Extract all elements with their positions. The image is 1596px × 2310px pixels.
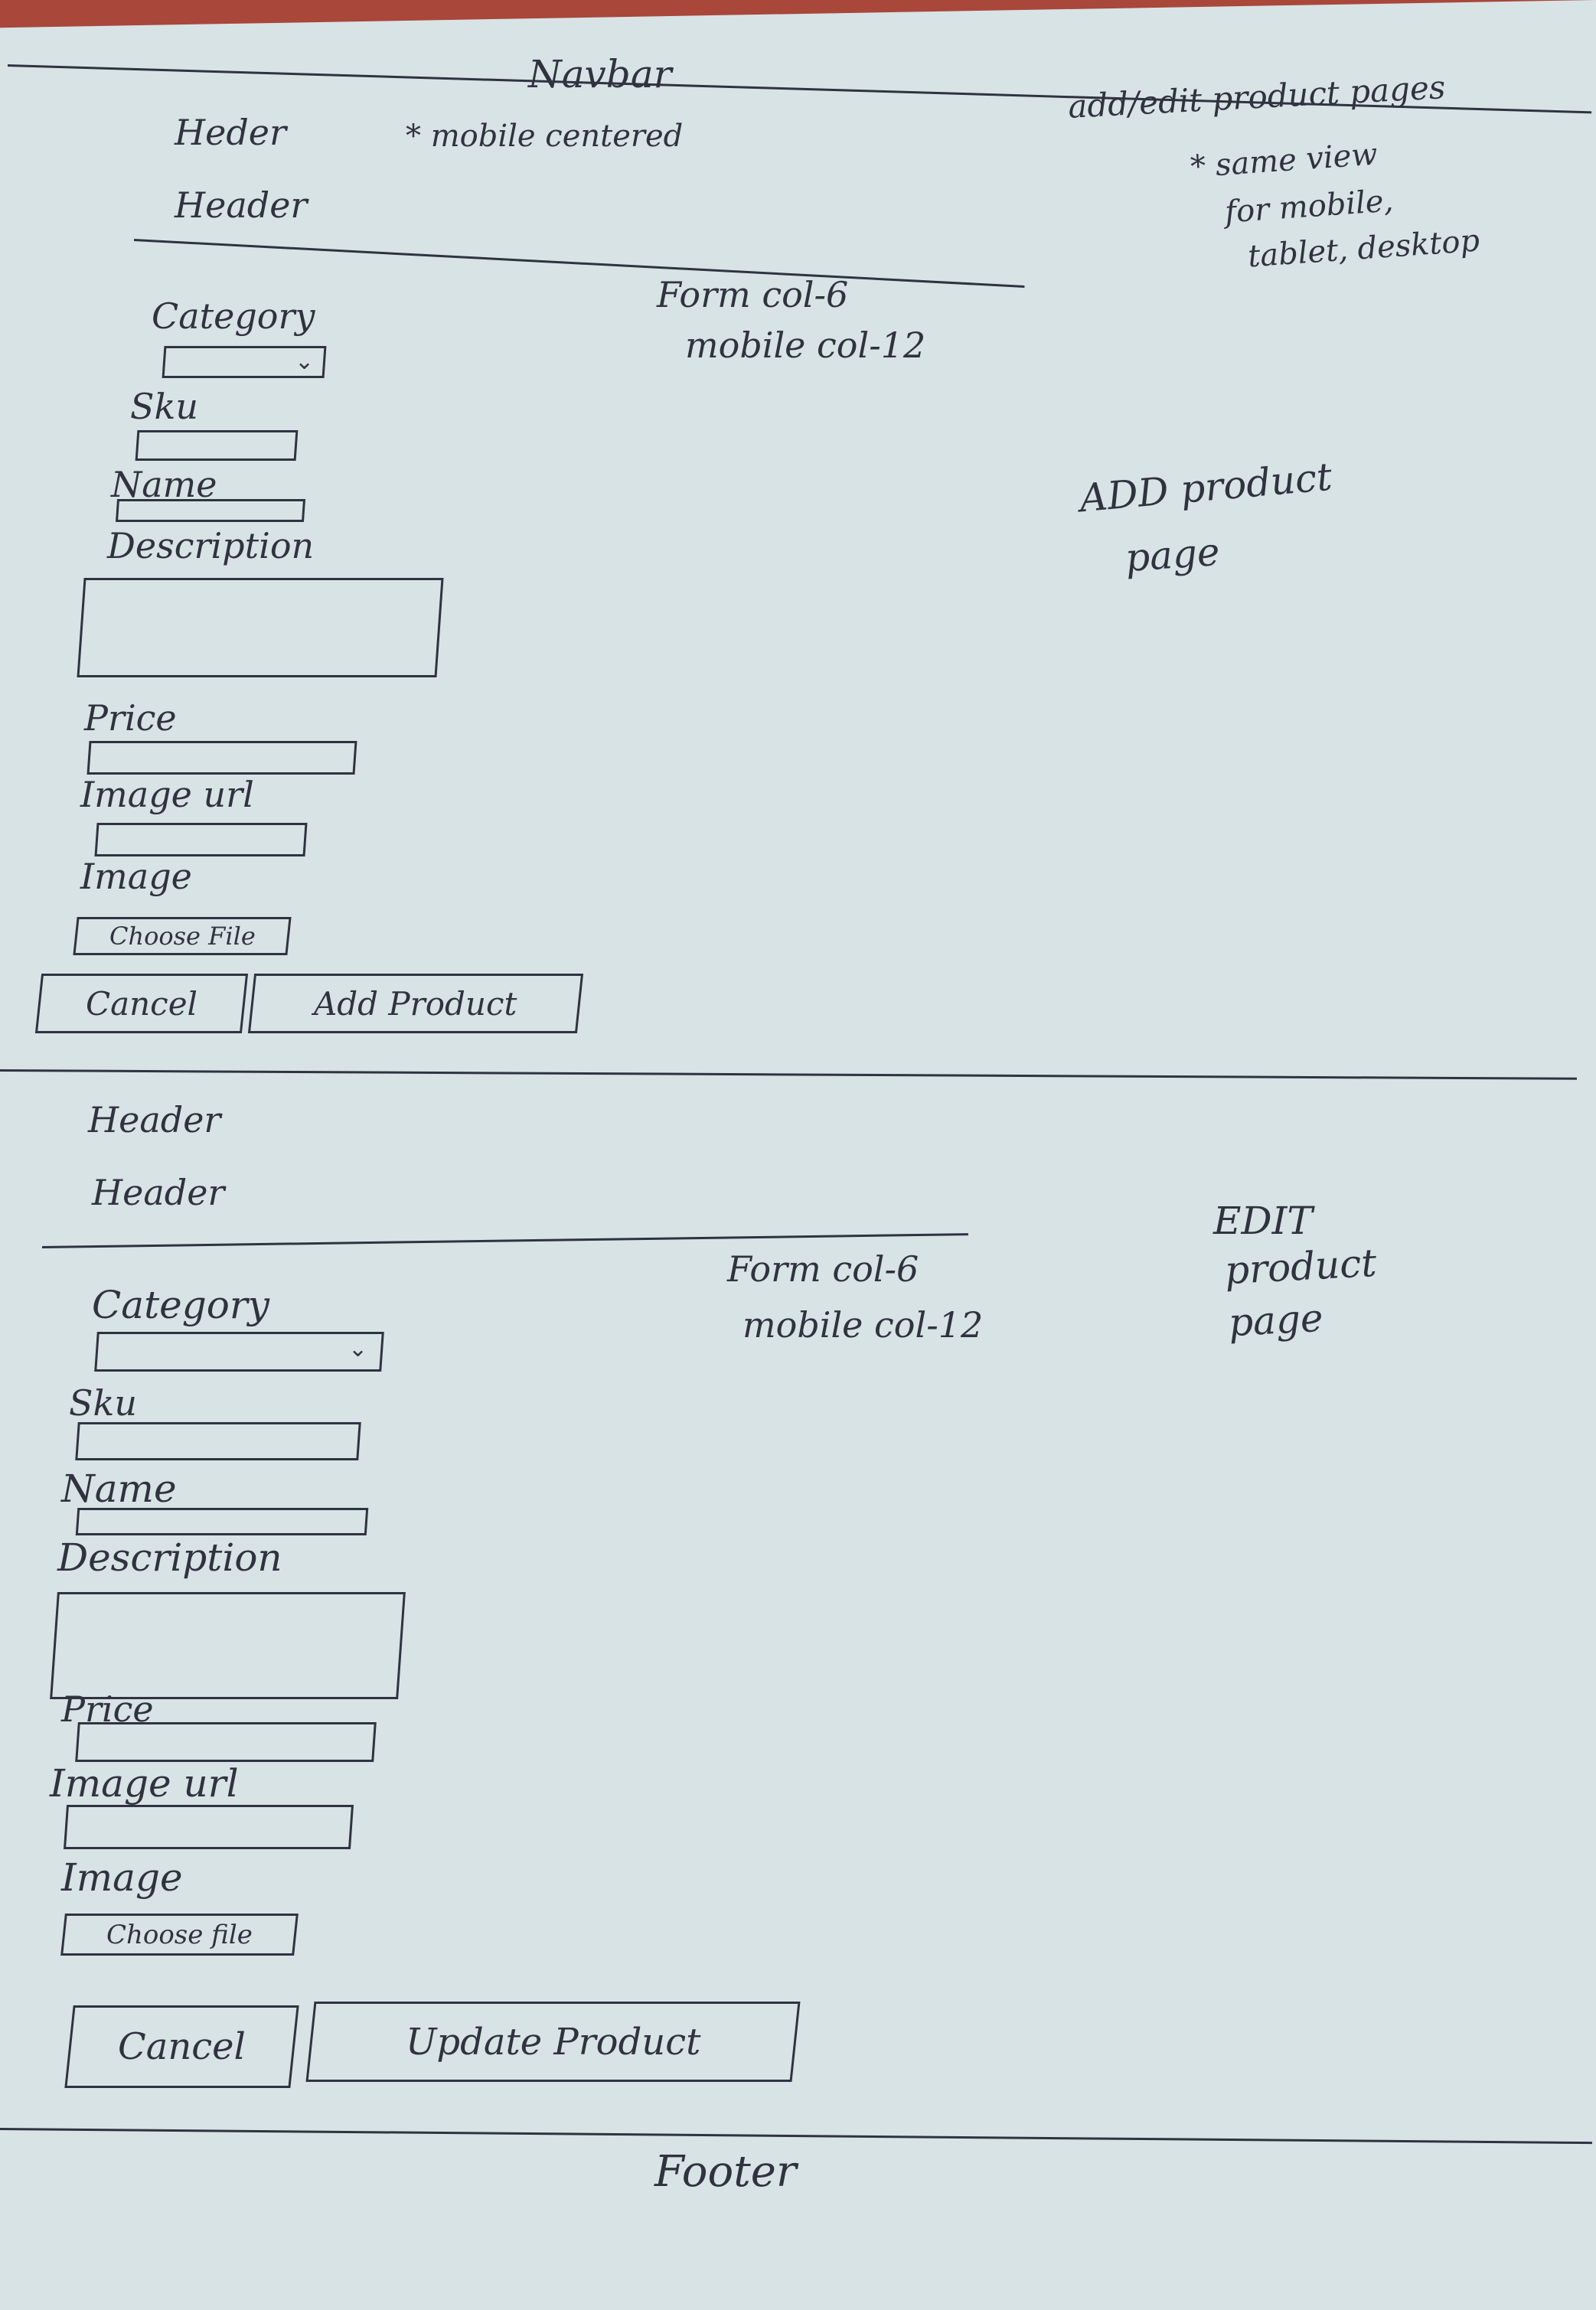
edit-cancel-button[interactable]: Cancel xyxy=(64,2005,299,2088)
sku-input[interactable] xyxy=(135,430,299,461)
mobile-centered-note: * mobile centered xyxy=(406,119,684,154)
edit-name-label: Name xyxy=(61,1467,177,1511)
edit-price-label: Price xyxy=(61,1688,154,1730)
cancel-label: Cancel xyxy=(85,984,198,1023)
edit-form-col-note: Form col-6 xyxy=(727,1248,919,1290)
edit-cancel-label: Cancel xyxy=(118,2025,246,2068)
cancel-button[interactable]: Cancel xyxy=(34,974,249,1033)
name-label: Name xyxy=(111,464,217,505)
edit-description-textarea[interactable] xyxy=(50,1592,406,1699)
update-product-button[interactable]: Update Product xyxy=(305,2002,801,2082)
edit-sku-input[interactable] xyxy=(75,1422,361,1460)
price-input[interactable] xyxy=(86,741,357,775)
price-label: Price xyxy=(84,697,177,739)
edit-label-page: page xyxy=(1227,1295,1324,1346)
footer-label: Footer xyxy=(654,2147,797,2197)
form-col-note: Form col-6 xyxy=(657,274,849,315)
choose-file-button[interactable]: Choose File xyxy=(73,917,292,955)
edit-header: Header xyxy=(88,1099,221,1140)
add-product-label-page: page xyxy=(1124,529,1222,581)
navbar-label[interactable]: Navbar xyxy=(528,52,672,96)
choose-file-label: Choose File xyxy=(109,922,256,951)
chevron-down-icon: ⌄ xyxy=(295,348,315,375)
description-label: Description xyxy=(107,525,315,566)
edit-choose-file-label: Choose file xyxy=(106,1919,253,1950)
image-url-label: Image url xyxy=(80,774,254,815)
edit-label-product: product xyxy=(1223,1240,1378,1294)
edit-label: EDIT xyxy=(1213,1199,1313,1243)
edit-page-header: Header xyxy=(92,1172,225,1213)
sku-label: Sku xyxy=(130,386,199,427)
category-label: Category xyxy=(152,295,315,337)
add-product-button[interactable]: Add Product xyxy=(247,974,584,1033)
description-textarea[interactable] xyxy=(77,578,444,677)
form-mobile-note: mobile col-12 xyxy=(685,325,926,366)
name-input[interactable] xyxy=(115,499,306,522)
chevron-down-icon: ⌄ xyxy=(348,1336,368,1362)
edit-image-url-label: Image url xyxy=(50,1761,239,1806)
edit-category-label: Category xyxy=(92,1283,270,1327)
edit-category-select[interactable] xyxy=(94,1332,384,1372)
edit-sku-label: Sku xyxy=(69,1382,138,1424)
image-label: Image xyxy=(80,856,192,897)
edit-choose-file-button[interactable]: Choose file xyxy=(60,1914,299,1956)
edit-image-label: Image xyxy=(61,1855,183,1900)
image-url-input[interactable] xyxy=(94,823,308,856)
edit-image-url-input[interactable] xyxy=(63,1805,354,1849)
update-product-button-label: Update Product xyxy=(405,2020,701,2064)
edit-form-mobile-note: mobile col-12 xyxy=(743,1304,984,1346)
edit-name-input[interactable] xyxy=(75,1508,369,1535)
header-note: Heder xyxy=(175,112,286,153)
page-header: Header xyxy=(175,184,308,226)
edit-description-label: Description xyxy=(57,1535,282,1580)
edit-price-input[interactable] xyxy=(75,1722,377,1762)
add-product-button-label: Add Product xyxy=(314,984,517,1023)
